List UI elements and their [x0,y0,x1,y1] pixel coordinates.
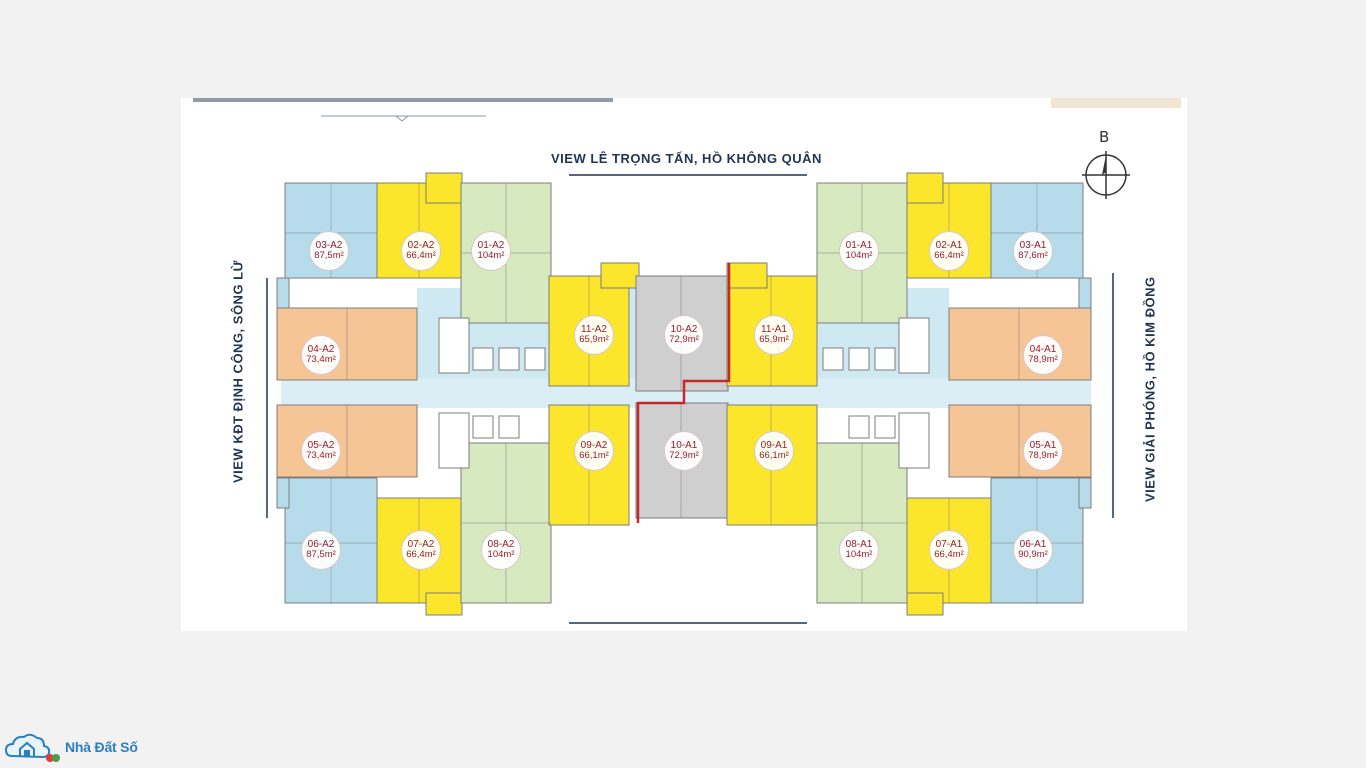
logo-text: Nhà Đất Số [65,739,138,755]
unit-area: 87,5m² [306,549,336,561]
unit-area: 66,4m² [934,250,964,262]
floor-plan-panel: VIEW LÊ TRỌNG TẤN, HỒ KHÔNG QUÂN VIEW KĐ… [181,98,1187,631]
unit-area: 66,4m² [406,250,436,262]
house-cloud-icon [4,733,60,762]
unit-area: 78,9m² [1028,450,1058,462]
unit-area: 87,5m² [314,250,344,262]
unit-area: 66,4m² [406,549,436,561]
unit-code: 10-A2 [670,323,698,335]
unit-area: 73,4m² [306,354,336,366]
unit-area: 87,6m² [1018,250,1048,262]
unit-code: 08-A1 [845,538,873,550]
unit-area: 65,9m² [759,334,789,346]
unit-code: 10-A1 [670,439,698,451]
view-label-right: VIEW GIẢI PHÓNG, HỒ KIM ĐỒNG [1142,276,1158,502]
view-label-top: VIEW LÊ TRỌNG TẤN, HỒ KHÔNG QUÂN [551,151,822,166]
unit-code: 11-A1 [761,323,787,335]
unit-code: 03-A2 [315,239,343,251]
unit-code: 06-A2 [307,538,335,550]
unit-area: 104m² [477,250,505,262]
logo: Nhà Đất Số [4,730,138,764]
unit-area: 73,4m² [306,450,336,462]
unit-area: 104m² [487,549,515,561]
unit-code: 05-A2 [307,439,335,451]
unit-code: 11-A2 [581,323,607,335]
unit-code: 09-A2 [580,439,608,451]
unit-area: 78,9m² [1028,354,1058,366]
unit-code: 04-A1 [1029,343,1057,355]
unit-area: 72,9m² [669,450,699,462]
unit-code: 05-A1 [1029,439,1057,451]
unit-area: 72,9m² [669,334,699,346]
unit-code: 02-A2 [407,239,435,251]
unit-area: 90,9m² [1018,549,1048,561]
unit-code: 06-A1 [1019,538,1047,550]
unit-area: 65,9m² [579,334,609,346]
unit-code: 08-A2 [487,538,515,550]
compass-letter: B [1099,128,1110,146]
unit-area: 66,4m² [934,549,964,561]
unit-area: 104m² [845,250,873,262]
unit-code: 03-A1 [1019,239,1047,251]
unit-code: 04-A2 [307,343,335,355]
unit-area: 104m² [845,549,873,561]
unit-area: 66,1m² [759,450,789,462]
unit-code: 09-A1 [760,439,788,451]
compass-icon [1082,151,1130,199]
unit-code: 01-A1 [845,239,873,251]
view-label-left: VIEW KĐT ĐỊNH CÔNG, SÔNG LỪ [230,260,246,483]
unit-code: 07-A1 [935,538,963,550]
unit-code: 07-A2 [407,538,435,550]
unit-code: 01-A2 [477,239,505,251]
unit-code: 02-A1 [935,239,963,251]
unit-area: 66,1m² [579,450,609,462]
